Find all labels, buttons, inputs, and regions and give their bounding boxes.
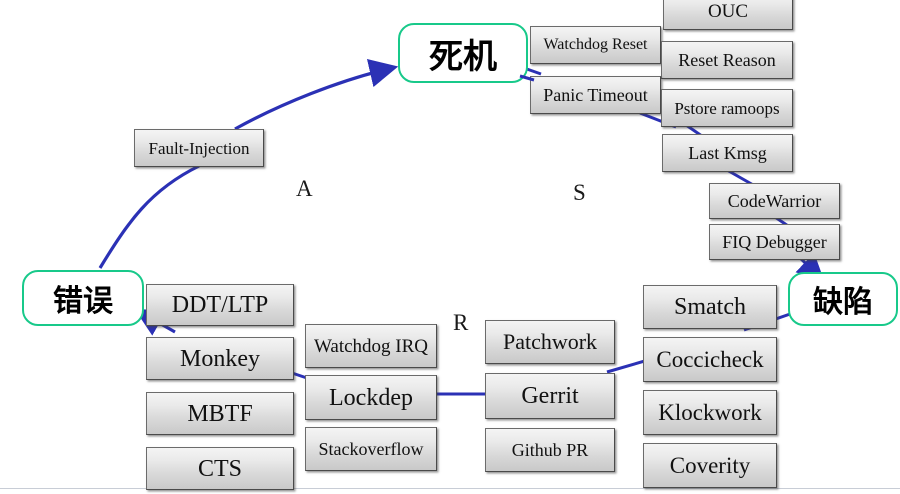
box-label-gerrit: Gerrit — [521, 383, 579, 409]
box-watchdog-reset[interactable]: Watchdog Reset — [530, 26, 661, 64]
node-label-defect: 缺陷 — [813, 285, 873, 320]
box-label-coverity: Coverity — [669, 453, 751, 478]
box-fault-injection[interactable]: Fault-Injection — [134, 129, 264, 167]
link-faultinjection-to-crash — [234, 59, 399, 131]
box-label-github-pr: Github PR — [511, 440, 589, 460]
box-label-watchdog-irq: Watchdog IRQ — [313, 335, 429, 357]
box-label-watchdog-reset: Watchdog Reset — [543, 36, 648, 53]
box-smatch[interactable]: Smatch — [643, 285, 777, 329]
box-pstore-ramoops[interactable]: Pstore ramoops — [661, 89, 793, 127]
box-label-patchwork: Patchwork — [502, 329, 598, 354]
letter-r: R — [453, 310, 469, 335]
box-label-cts: CTS — [197, 455, 242, 482]
box-label-ddt-ltp: DDT/LTP — [171, 292, 269, 318]
box-label-panic-timeout: Panic Timeout — [543, 85, 648, 105]
box-label-codewarrior: CodeWarrior — [727, 191, 822, 211]
box-gerrit[interactable]: Gerrit — [485, 373, 615, 419]
node-label-crash: 死机 — [429, 36, 497, 77]
link-error-to-crash — [98, 164, 200, 269]
box-stackoverflow[interactable]: Stackoverflow — [305, 427, 437, 471]
box-label-last-kmsg: Last Kmsg — [688, 143, 767, 163]
box-label-stackoverflow: Stackoverflow — [318, 439, 424, 459]
bottom-rule — [0, 488, 900, 489]
node-crash[interactable]: 死机 — [398, 23, 528, 83]
box-label-lockdep: Lockdep — [329, 384, 413, 411]
box-cts[interactable]: CTS — [146, 447, 294, 490]
box-ouc[interactable]: OUC — [663, 0, 793, 30]
box-lockdep[interactable]: Lockdep — [305, 375, 437, 420]
box-label-coccicheck: Coccicheck — [656, 347, 764, 372]
box-coverity[interactable]: Coverity — [643, 443, 777, 488]
box-label-fiq-debugger: FIQ Debugger — [722, 232, 827, 252]
box-label-ouc: OUC — [707, 0, 749, 22]
box-label-pstore-ramoops: Pstore ramoops — [674, 98, 780, 118]
box-mbtf[interactable]: MBTF — [146, 392, 294, 435]
box-ddt-ltp[interactable]: DDT/LTP — [146, 284, 294, 326]
box-patchwork[interactable]: Patchwork — [485, 320, 615, 364]
letter-s: S — [573, 180, 586, 205]
box-codewarrior[interactable]: CodeWarrior — [709, 183, 840, 219]
box-label-monkey: Monkey — [180, 345, 260, 372]
box-label-mbtf: MBTF — [187, 400, 253, 427]
node-label-error: 错误 — [53, 284, 113, 319]
node-error[interactable]: 错误 — [22, 270, 144, 326]
box-label-klockwork: Klockwork — [658, 400, 762, 425]
box-coccicheck[interactable]: Coccicheck — [643, 337, 777, 382]
box-panic-timeout[interactable]: Panic Timeout — [530, 76, 661, 114]
box-watchdog-irq[interactable]: Watchdog IRQ — [305, 324, 437, 368]
link-crash-edge-tick — [519, 74, 535, 82]
box-reset-reason[interactable]: Reset Reason — [661, 41, 793, 79]
box-label-reset-reason: Reset Reason — [678, 50, 776, 70]
box-monkey[interactable]: Monkey — [146, 337, 294, 380]
box-last-kmsg[interactable]: Last Kmsg — [662, 134, 793, 172]
box-klockwork[interactable]: Klockwork — [643, 390, 777, 435]
box-label-smatch: Smatch — [674, 294, 746, 320]
box-github-pr[interactable]: Github PR — [485, 428, 615, 472]
box-label-fault-injection: Fault-Injection — [148, 138, 250, 158]
letter-a: A — [296, 176, 313, 201]
